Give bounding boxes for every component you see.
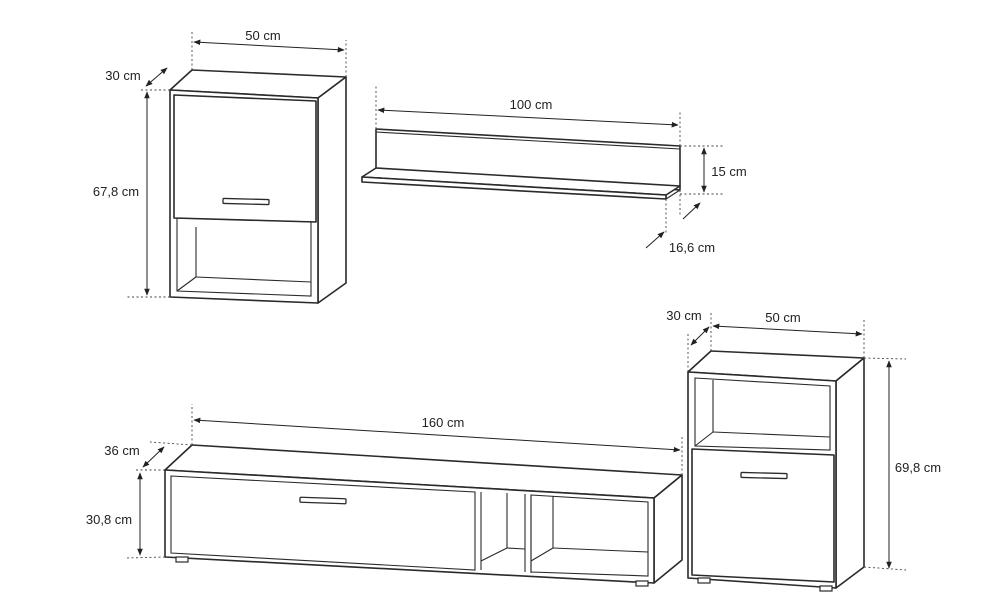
floor-cabinet-foot <box>697 577 711 584</box>
tv-stand: 160 cm 36 cm 30,8 cm <box>86 404 683 587</box>
tv-stand-width-label: 160 cm <box>422 415 465 430</box>
wall-shelf: 100 cm 15 cm 16,6 cm <box>361 86 747 255</box>
floor-cabinet-width-dimension <box>712 323 863 337</box>
tv-stand-foot <box>635 580 649 587</box>
wall-shelf-depth-arrow-b <box>645 231 665 249</box>
wall-cabinet-depth-dimension <box>145 67 168 87</box>
floor-cabinet-handle <box>740 471 788 480</box>
tv-stand-width-dimension <box>193 417 681 453</box>
wall-cabinet-depth-label: 30 cm <box>105 68 140 83</box>
wall-cabinet: 50 cm 30 cm 67,8 cm <box>93 28 347 304</box>
floor-cabinet-width-label: 50 cm <box>765 310 800 325</box>
wall-cabinet-handle <box>222 197 270 206</box>
wall-cabinet-width-label: 50 cm <box>245 28 280 43</box>
floor-cabinet-height-label: 69,8 cm <box>895 460 941 475</box>
wall-shelf-height-label: 15 cm <box>711 164 746 179</box>
wall-shelf-depth-arrow-a <box>682 202 701 220</box>
tv-stand-drawer <box>170 475 476 571</box>
tv-stand-handle <box>299 496 347 505</box>
floor-cabinet-side <box>835 357 865 589</box>
tv-stand-front <box>164 469 655 584</box>
floor-cabinet-foot <box>819 585 833 592</box>
tv-stand-height-label: 30,8 cm <box>86 512 132 527</box>
tv-stand-foot <box>175 556 189 563</box>
wall-shelf-depth-label: 16,6 cm <box>669 240 715 255</box>
wall-shelf-width-label: 100 cm <box>510 97 553 112</box>
wall-shelf-width-dimension <box>377 107 679 128</box>
floor-cabinet-depth-label: 30 cm <box>666 308 701 323</box>
floor-cabinet: 30 cm 50 cm 69,8 cm <box>666 308 941 592</box>
tv-stand-depth-dimension <box>142 446 165 468</box>
wall-cabinet-height-label: 67,8 cm <box>93 184 139 199</box>
wall-cabinet-side <box>317 76 347 304</box>
floor-cabinet-depth-dimension <box>690 326 710 346</box>
floor-cabinet-door <box>691 448 835 583</box>
tv-stand-depth-label: 36 cm <box>104 443 139 458</box>
wall-cabinet-width-dimension <box>193 39 345 53</box>
